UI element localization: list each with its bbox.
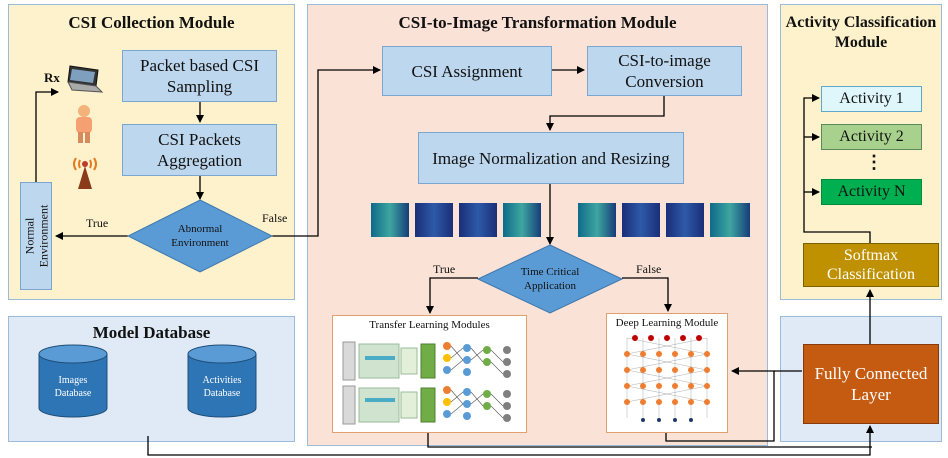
deep-learning-module: Deep Learning Module [606, 313, 728, 433]
activity-2-box: Activity 2 [821, 124, 922, 150]
csi-conversion-box: CSI-to-image Conversion [587, 46, 742, 96]
rx-label: Rx [44, 70, 60, 85]
transformation-title: CSI-to-Image Transformation Module [398, 13, 677, 32]
time-critical-diamond [476, 244, 624, 314]
activity-n-box: Activity N [821, 179, 922, 205]
abnormal-true-label: True [86, 216, 109, 230]
abnormal-environment-diamond [126, 199, 274, 273]
activity-ellipsis: ⋮ [865, 152, 883, 172]
time-critical-label: Time Critical Application [520, 266, 580, 292]
abnormal-environment-label: Abnormal Environment [171, 223, 229, 249]
classification-title: Activity Classification Module [785, 14, 937, 51]
images-database-label: Images Database [54, 375, 92, 399]
transfer-net-bottom [342, 385, 511, 425]
person-icon [70, 104, 98, 149]
abnormal-false-label: False [262, 211, 288, 225]
activities-database-cylinder: Activities Database [186, 344, 258, 425]
time-critical-true-label: True [433, 262, 456, 276]
csi-sampling-box: Packet based CSI Sampling [122, 50, 277, 102]
csi-images-right [578, 203, 754, 244]
softmax-box: Softmax Classification [803, 243, 939, 287]
deep-learning-label: Deep Learning Module [615, 317, 719, 329]
antenna-icon [70, 148, 100, 195]
collection-title: CSI Collection Module [68, 13, 235, 32]
normalization-box: Image Normalization and Resizing [418, 132, 684, 184]
csi-images-left [371, 203, 543, 244]
time-critical-false-label: False [636, 262, 662, 276]
images-database-cylinder: Images Database [37, 344, 109, 425]
transfer-learning-module: Transfer Learning Modules [332, 315, 527, 433]
fully-connected-box: Fully Connected Layer [803, 344, 939, 424]
activity-1-box: Activity 1 [821, 86, 922, 112]
packets-aggregation-box: CSI Packets Aggregation [122, 124, 277, 176]
activities-database-label: Activities Database [202, 375, 242, 399]
normal-environment-box: Normal Environment [20, 182, 52, 290]
transfer-net-top [342, 341, 511, 381]
laptop-icon [64, 64, 104, 103]
csi-assignment-box: CSI Assignment [382, 46, 552, 96]
database-title: Model Database [92, 323, 211, 342]
transfer-learning-label: Transfer Learning Modules [369, 319, 490, 331]
